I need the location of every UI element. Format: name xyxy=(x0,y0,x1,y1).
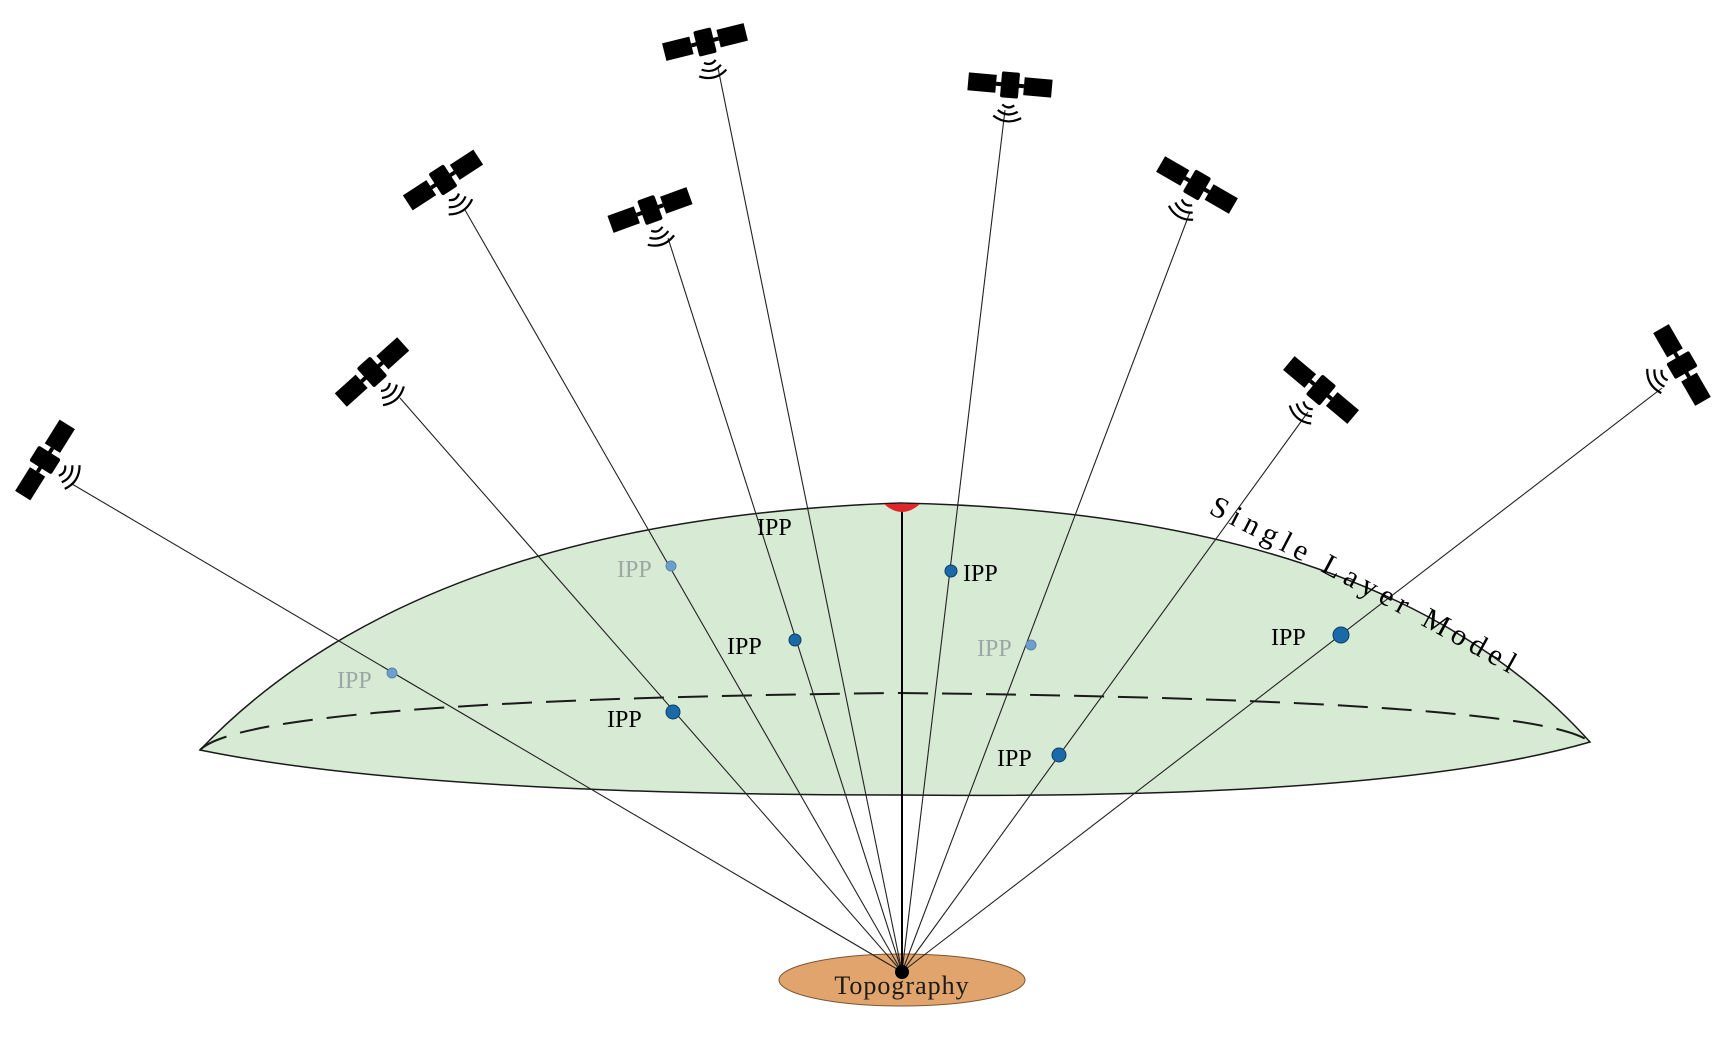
ipp-label-8: IPP xyxy=(997,746,1032,772)
signal-ray-8 xyxy=(901,411,1309,973)
signal-ray-3 xyxy=(464,209,903,973)
receiver-point xyxy=(895,965,909,979)
signal-ray-7 xyxy=(901,211,1191,973)
signal-ray-5 xyxy=(717,67,903,973)
ipp-dot-2 xyxy=(665,704,681,720)
satellite-icon xyxy=(399,145,500,235)
satellite-icon xyxy=(604,182,704,260)
satellite-icon xyxy=(963,67,1055,127)
satellite-icon xyxy=(1628,321,1716,421)
satellite-icon xyxy=(1141,151,1241,239)
signal-ray-6 xyxy=(901,109,1006,973)
signal-rays xyxy=(71,67,1663,973)
ipp-label-3: IPP xyxy=(617,557,652,583)
satellite-icon xyxy=(1264,351,1363,447)
topography-label: Topography xyxy=(834,971,969,1000)
ipp-label-9: IPP xyxy=(1271,625,1306,651)
ipp-dot-7 xyxy=(1025,639,1037,651)
ipp-label-6: IPP xyxy=(963,561,998,587)
signal-ray-4 xyxy=(667,237,903,973)
ipp-dot-3 xyxy=(665,560,677,572)
ipp-dot-1 xyxy=(386,667,398,679)
ipp-label-2: IPP xyxy=(607,707,642,733)
ipp-dot-4 xyxy=(788,633,802,647)
signal-ray-9 xyxy=(901,387,1663,973)
pierce-points: IPP IPP IPP IPP IPP IPP IPP IPP IPP xyxy=(337,515,1350,772)
shell-horizon-dashed xyxy=(199,691,1591,751)
ipp-label-4: IPP xyxy=(727,634,762,660)
ipp-label-5: IPP xyxy=(757,515,792,541)
ipp-dot-9 xyxy=(1332,626,1350,644)
ipp-dot-6 xyxy=(944,564,958,578)
ionosphere-shell xyxy=(198,502,1592,797)
signal-ray-1 xyxy=(71,483,903,973)
ipp-dot-8 xyxy=(1051,747,1067,763)
ipp-label-1: IPP xyxy=(337,668,372,694)
ipp-label-7: IPP xyxy=(977,636,1012,662)
satellite-icon xyxy=(10,416,100,517)
zenith-marker xyxy=(884,504,920,512)
satellites xyxy=(10,18,1716,517)
signal-ray-2 xyxy=(399,397,903,973)
satellite-icon xyxy=(660,18,756,89)
